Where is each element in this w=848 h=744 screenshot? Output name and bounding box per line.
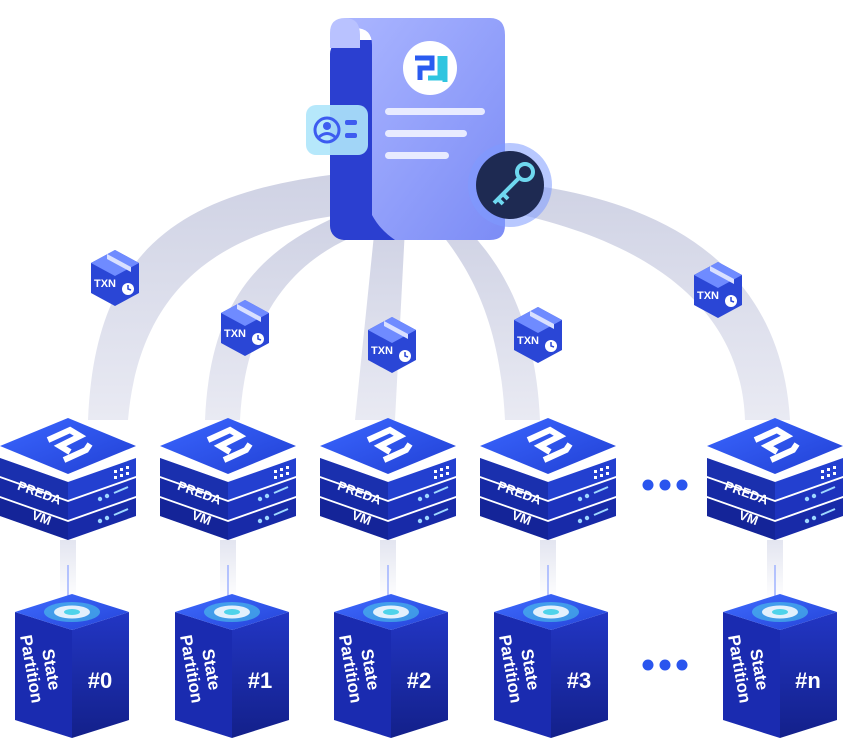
txn-box: TXN (91, 250, 139, 306)
key-icon (468, 143, 552, 227)
clock-icon (122, 283, 134, 295)
storage-ring-icon (523, 602, 579, 622)
vm-ellipsis (642, 479, 688, 491)
server-vent-icon (594, 466, 609, 479)
vm-label-vm: VM (510, 507, 533, 528)
partition-index: #2 (407, 668, 431, 693)
storage-ring-icon (363, 602, 419, 622)
identity-card-icon (306, 105, 368, 155)
preda-logo-icon (206, 426, 253, 463)
partition-index: #3 (567, 668, 591, 693)
storage-ring-icon (752, 602, 808, 622)
server-vent-icon (274, 466, 289, 479)
txn-box: TXN (368, 317, 416, 373)
contract-document (306, 18, 552, 240)
clock-icon (545, 340, 557, 352)
partition-ellipsis (642, 659, 688, 671)
txn-box: TXN (221, 300, 269, 356)
vm-label-vm: VM (30, 507, 53, 528)
txn-label: TXN (697, 290, 719, 302)
transaction-boxes: TXN TXN TXN TXN TXN (91, 250, 742, 373)
partition-index: #1 (248, 668, 272, 693)
vm-label-vm: VM (737, 507, 760, 528)
partition-index: #n (795, 668, 821, 693)
txn-label: TXN (371, 345, 393, 357)
partition-index: #0 (88, 668, 112, 693)
preda-logo-icon (526, 426, 573, 463)
server-vent-icon (821, 466, 836, 479)
txn-box: TXN (514, 307, 562, 363)
clock-icon (252, 333, 264, 345)
preda-logo-icon (46, 426, 93, 463)
preda-logo-icon (366, 426, 413, 463)
storage-ring-icon (204, 602, 260, 622)
txn-box: TXN (694, 262, 742, 318)
vm-label-vm: VM (350, 507, 373, 528)
clock-icon (399, 350, 411, 362)
storage-ring-icon (44, 602, 100, 622)
document-line (385, 152, 449, 159)
txn-label: TXN (94, 278, 116, 290)
document-line (385, 108, 485, 115)
vm-label-vm: VM (190, 507, 213, 528)
document-line (385, 130, 467, 137)
txn-label: TXN (517, 335, 539, 347)
clock-icon (725, 295, 737, 307)
preda-logo-icon (753, 426, 800, 463)
server-vent-icon (114, 466, 129, 479)
txn-label: TXN (224, 328, 246, 340)
preda-logo-icon (403, 41, 457, 95)
server-vent-icon (434, 466, 449, 479)
